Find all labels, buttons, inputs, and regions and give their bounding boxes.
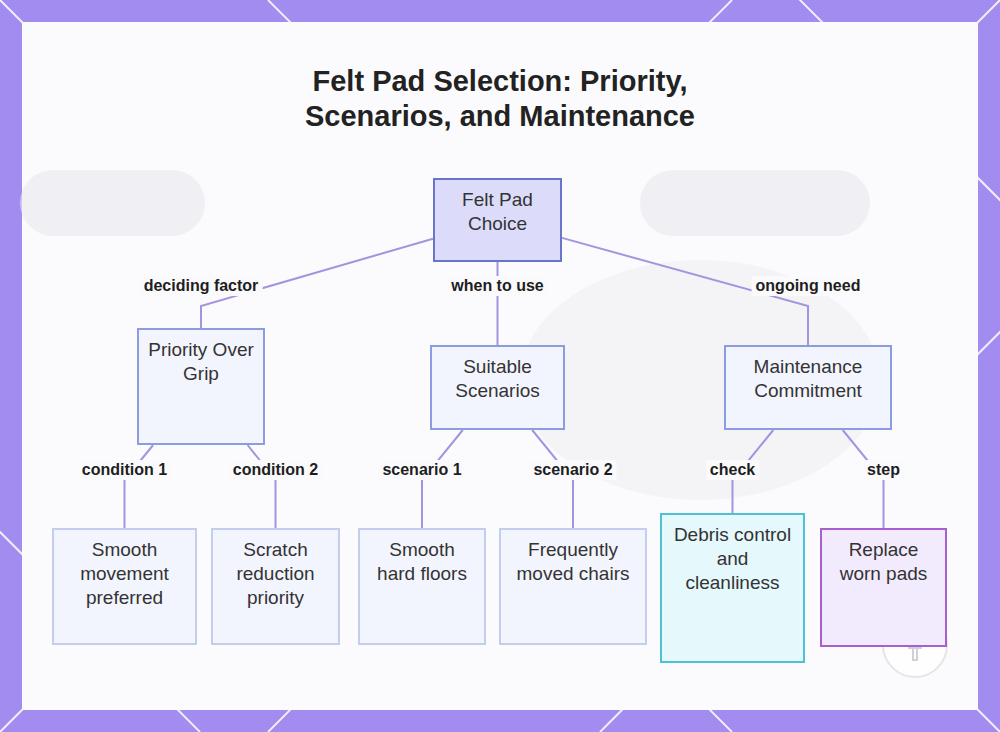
process-box: Felt Pad Choice <box>433 178 562 262</box>
node-text: Debris control and cleanliness <box>670 523 795 595</box>
edge-label: deciding factor <box>140 276 263 296</box>
node-text: Priority Over Grip <box>147 338 255 386</box>
blurred-pill <box>20 170 205 236</box>
node-text: Scratch reduction priority <box>221 538 330 610</box>
connector-line <box>125 445 154 528</box>
node-text: Suitable Scenarios <box>440 355 555 403</box>
process-box: Smooth movement preferred <box>52 528 197 645</box>
node-text: Maintenance Commitment <box>734 355 882 403</box>
process-box: Smooth hard floors <box>358 528 486 645</box>
process-box: Debris control and cleanliness <box>660 513 805 663</box>
process-box: Replace worn pads <box>820 528 947 647</box>
edge-label: condition 1 <box>78 460 171 480</box>
connector <box>497 262 498 345</box>
edge-label: check <box>706 460 759 480</box>
connector-line <box>248 445 276 528</box>
connector-line <box>497 262 499 345</box>
content-card <box>22 22 978 710</box>
process-box: Priority Over Grip <box>137 328 265 445</box>
edge-label: scenario 2 <box>529 460 616 480</box>
node-text: Felt Pad Choice <box>443 188 552 236</box>
connector <box>248 445 276 528</box>
edge-label: when to use <box>447 276 547 296</box>
node-text: Replace worn pads <box>830 538 937 586</box>
process-box: Frequently moved chairs <box>499 528 647 645</box>
node-text: Frequently moved chairs <box>509 538 637 586</box>
edge-label: scenario 1 <box>378 460 465 480</box>
process-box: Maintenance Commitment <box>724 345 892 430</box>
node-text: Smooth movement preferred <box>62 538 187 610</box>
process-box: Scratch reduction priority <box>211 528 340 645</box>
edge-label: condition 2 <box>229 460 322 480</box>
edge-label: step <box>863 460 904 480</box>
connector <box>125 445 154 528</box>
node-text: Smooth hard floors <box>368 538 476 586</box>
diagram-title: Felt Pad Selection: Priority, Scenarios,… <box>270 64 730 134</box>
process-box: Suitable Scenarios <box>430 345 565 430</box>
edge-label: ongoing need <box>752 276 865 296</box>
blurred-pill <box>640 170 870 236</box>
